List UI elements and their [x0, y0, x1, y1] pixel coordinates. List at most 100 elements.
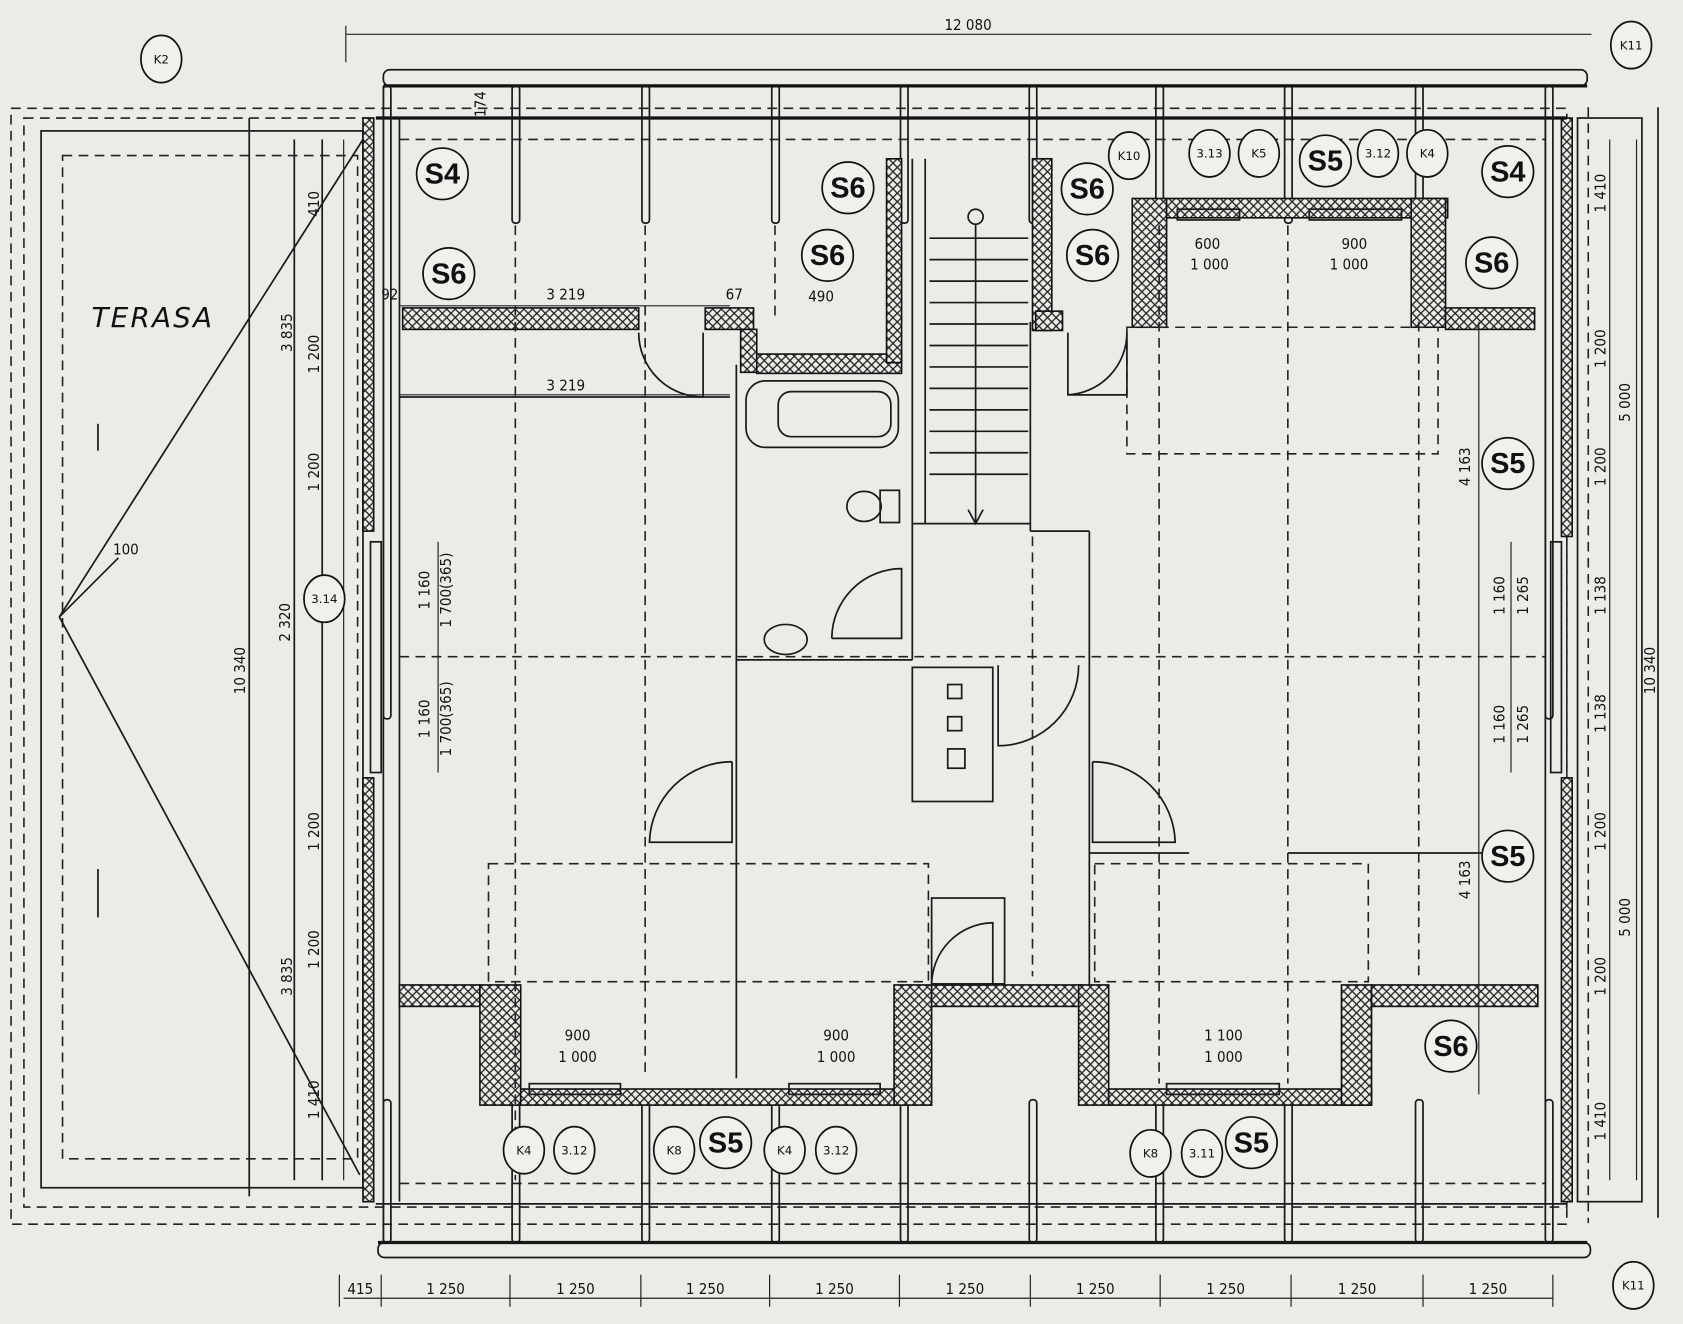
vertical-dimension-label: 1 160 — [415, 700, 433, 739]
tag-label: S6 — [1069, 173, 1104, 205]
rafter-bottom — [1544, 1098, 1554, 1244]
tag-s5: S5 — [1224, 1116, 1278, 1170]
tag-k5: K5 — [1237, 128, 1281, 178]
rafter-top — [641, 84, 651, 225]
slope-label: 100 — [113, 541, 139, 559]
tag-circle — [1465, 236, 1519, 290]
tag-circle — [1107, 131, 1151, 181]
bathtub — [745, 380, 900, 449]
tag-s6: S6 — [821, 161, 875, 215]
tag-circle — [1481, 829, 1535, 883]
tag-label: S6 — [1474, 248, 1509, 280]
tag-k2: K2 — [140, 34, 183, 84]
tag-s6: S6 — [1424, 1019, 1478, 1073]
tag-3-14: 3.14 — [303, 574, 346, 624]
tag-label: 3.13 — [1196, 147, 1222, 161]
tag-circle — [1481, 436, 1535, 491]
rafter-bottom — [1414, 1098, 1424, 1244]
rafter-top — [382, 84, 392, 720]
bottom-dimension-label: 1 250 — [815, 1280, 854, 1298]
vertical-dimension-label: 1 160 — [1491, 705, 1509, 744]
bottom-dimension-label: 1 250 — [556, 1280, 595, 1298]
dimension-label: 3 219 — [546, 377, 585, 395]
tag-label: 3.12 — [561, 1143, 587, 1157]
tag-circle — [1237, 128, 1281, 178]
tag-circle — [1180, 1128, 1224, 1178]
bottom-dimension-label: 1 250 — [686, 1280, 725, 1298]
tag-label: K4 — [516, 1143, 531, 1157]
tag-label: K5 — [1251, 147, 1266, 161]
rafter-top — [770, 84, 781, 225]
tag-label: 3.11 — [1189, 1147, 1215, 1161]
bottom-dimension-label: 1 250 — [946, 1280, 985, 1298]
tag-circle — [814, 1125, 858, 1175]
tag-s6: S6 — [1065, 228, 1120, 282]
rafter-bottom — [899, 1098, 909, 1244]
bathroom-fixtures — [745, 380, 901, 656]
partitions — [399, 158, 1530, 1079]
tag-s5: S5 — [1481, 829, 1535, 883]
staircase — [929, 208, 1029, 526]
dashed-projections — [399, 225, 1546, 1181]
tag-label: S6 — [1075, 240, 1110, 272]
vertical-dimension-label: 2 320 — [276, 603, 294, 642]
tag-s6: S6 — [1465, 236, 1519, 290]
dimension-label: 600 — [1194, 235, 1220, 253]
bottom-dimension-label: 1 250 — [1469, 1280, 1508, 1298]
toilet — [846, 490, 883, 523]
vertical-dimension-label: 4 163 — [1456, 860, 1474, 899]
tag-s6: S6 — [800, 228, 855, 282]
tag-3-13: 3.13 — [1188, 128, 1231, 178]
tag-label: K8 — [666, 1143, 681, 1157]
tag-s6: S6 — [1060, 162, 1114, 216]
vertical-dimension-label: 1 200 — [305, 930, 323, 969]
rafter-bottom — [382, 1098, 392, 1244]
tag-k8: K8 — [652, 1125, 696, 1175]
dimension-label: 1 000 — [1204, 1048, 1243, 1066]
vertical-dimension-label: 1 700(365) — [437, 553, 455, 628]
tag-label: S4 — [1490, 156, 1525, 188]
terrace-label: TERASA — [92, 301, 215, 334]
tag-s5: S5 — [1298, 134, 1353, 188]
tag-k11: K11 — [1609, 20, 1653, 70]
tag-circle — [1060, 162, 1114, 216]
vertical-dimension-label: 1 138 — [1591, 576, 1609, 615]
tag-circle — [1424, 1019, 1478, 1073]
tag-label: S5 — [1490, 448, 1525, 480]
tag-label: K4 — [777, 1143, 792, 1157]
dimension-label: 900 — [1341, 235, 1367, 253]
tag-3-12: 3.12 — [814, 1125, 858, 1175]
dimension-label: 67 — [726, 285, 743, 303]
vertical-dimension-label: 1 410 — [1591, 1102, 1609, 1141]
tag-k10: K10 — [1107, 131, 1151, 181]
dimension-label: 1 100 — [1204, 1027, 1243, 1045]
bottom-dimension-label: 1 250 — [1076, 1280, 1115, 1298]
tag-label: K8 — [1143, 1147, 1158, 1161]
tag-circle — [422, 246, 476, 301]
tag-circle — [1065, 228, 1120, 282]
tag-k4: K4 — [502, 1125, 546, 1175]
tag-circle — [800, 228, 855, 282]
tag-circle — [1612, 1260, 1655, 1310]
tag-label: K2 — [154, 52, 169, 66]
bottom-dimension-label: 1 250 — [426, 1280, 465, 1298]
rafter-bottom — [641, 1098, 651, 1244]
tag-label: K11 — [1620, 38, 1643, 52]
vertical-dimension-label: 3 835 — [278, 957, 296, 996]
tag-k8: K8 — [1129, 1128, 1172, 1178]
vertical-dimension-label: 5 000 — [1616, 898, 1634, 937]
dimension-label: 1 000 — [817, 1048, 856, 1066]
tag-k11: K11 — [1612, 1260, 1655, 1310]
tag-circle — [763, 1125, 806, 1175]
dimension-label: 490 — [808, 287, 834, 305]
rafter-top — [1283, 84, 1293, 225]
tag-label: 3.14 — [311, 592, 337, 606]
dimension-lines — [343, 139, 1638, 1299]
bottom-beam — [377, 1240, 1592, 1259]
tag-k4: K4 — [1406, 128, 1449, 178]
vertical-dimension-label: 10 340 — [231, 647, 249, 694]
